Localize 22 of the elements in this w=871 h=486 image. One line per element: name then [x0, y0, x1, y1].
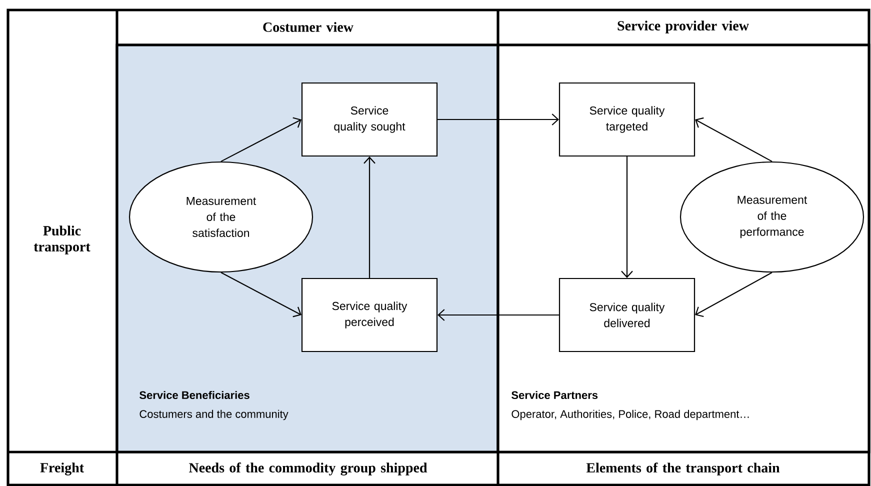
arrow: [695, 117, 772, 162]
arrow: [438, 114, 559, 126]
arrow: [438, 309, 559, 321]
process-box: Service quality delivered: [558, 278, 696, 352]
panel-text: Operator, Authorities, Police, Road department…: [512, 410, 749, 420]
panel-text: Costumers and the community: [140, 410, 288, 420]
arrow: [220, 117, 302, 162]
panel-heading: Service Partners: [512, 390, 598, 400]
arrow: [220, 272, 302, 318]
process-box: Service quality perceived: [301, 278, 438, 352]
row-heading: Public transport: [34, 226, 90, 254]
table-cell: Needs of the commodity group shipped: [189, 462, 428, 476]
panel-heading: Service Beneficiaries: [140, 390, 250, 400]
column-heading: Service provider view: [618, 20, 749, 34]
process-box: Service quality targeted: [558, 82, 696, 157]
column-heading: Costumer view: [263, 22, 354, 32]
row-heading: Freight: [40, 462, 84, 476]
arrow: [364, 156, 376, 278]
process-box: Service quality sought: [301, 82, 438, 157]
arrow: [621, 156, 633, 278]
arrow: [695, 272, 772, 318]
table-cell: Elements of the transport chain: [586, 462, 780, 476]
